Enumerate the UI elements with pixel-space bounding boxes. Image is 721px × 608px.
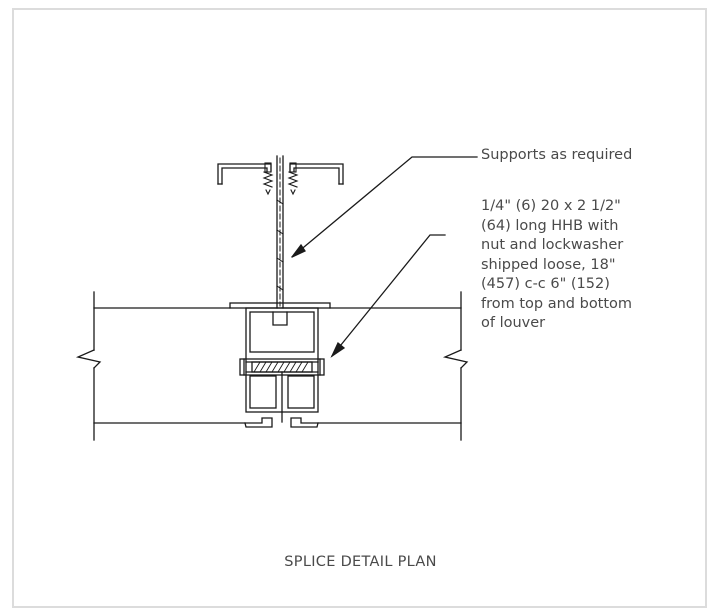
- mullion-box: [245, 307, 319, 413]
- callout-bolt-spec: 1/4" (6) 20 x 2 1/2" (64) long HHB with …: [481, 198, 633, 331]
- support-strap: [276, 155, 284, 309]
- leader-supports: [291, 156, 478, 258]
- through-bolt: [239, 358, 325, 376]
- bottom-clips: [244, 411, 319, 428]
- splice-detail-drawing: [75, 155, 478, 441]
- support-fasteners: [262, 162, 299, 196]
- drawing-caption: SPLICE DETAIL PLAN: [284, 554, 437, 570]
- louver-outline: [75, 291, 469, 441]
- callout-supports: Supports as required: [481, 147, 633, 163]
- leader-bolt: [330, 234, 446, 358]
